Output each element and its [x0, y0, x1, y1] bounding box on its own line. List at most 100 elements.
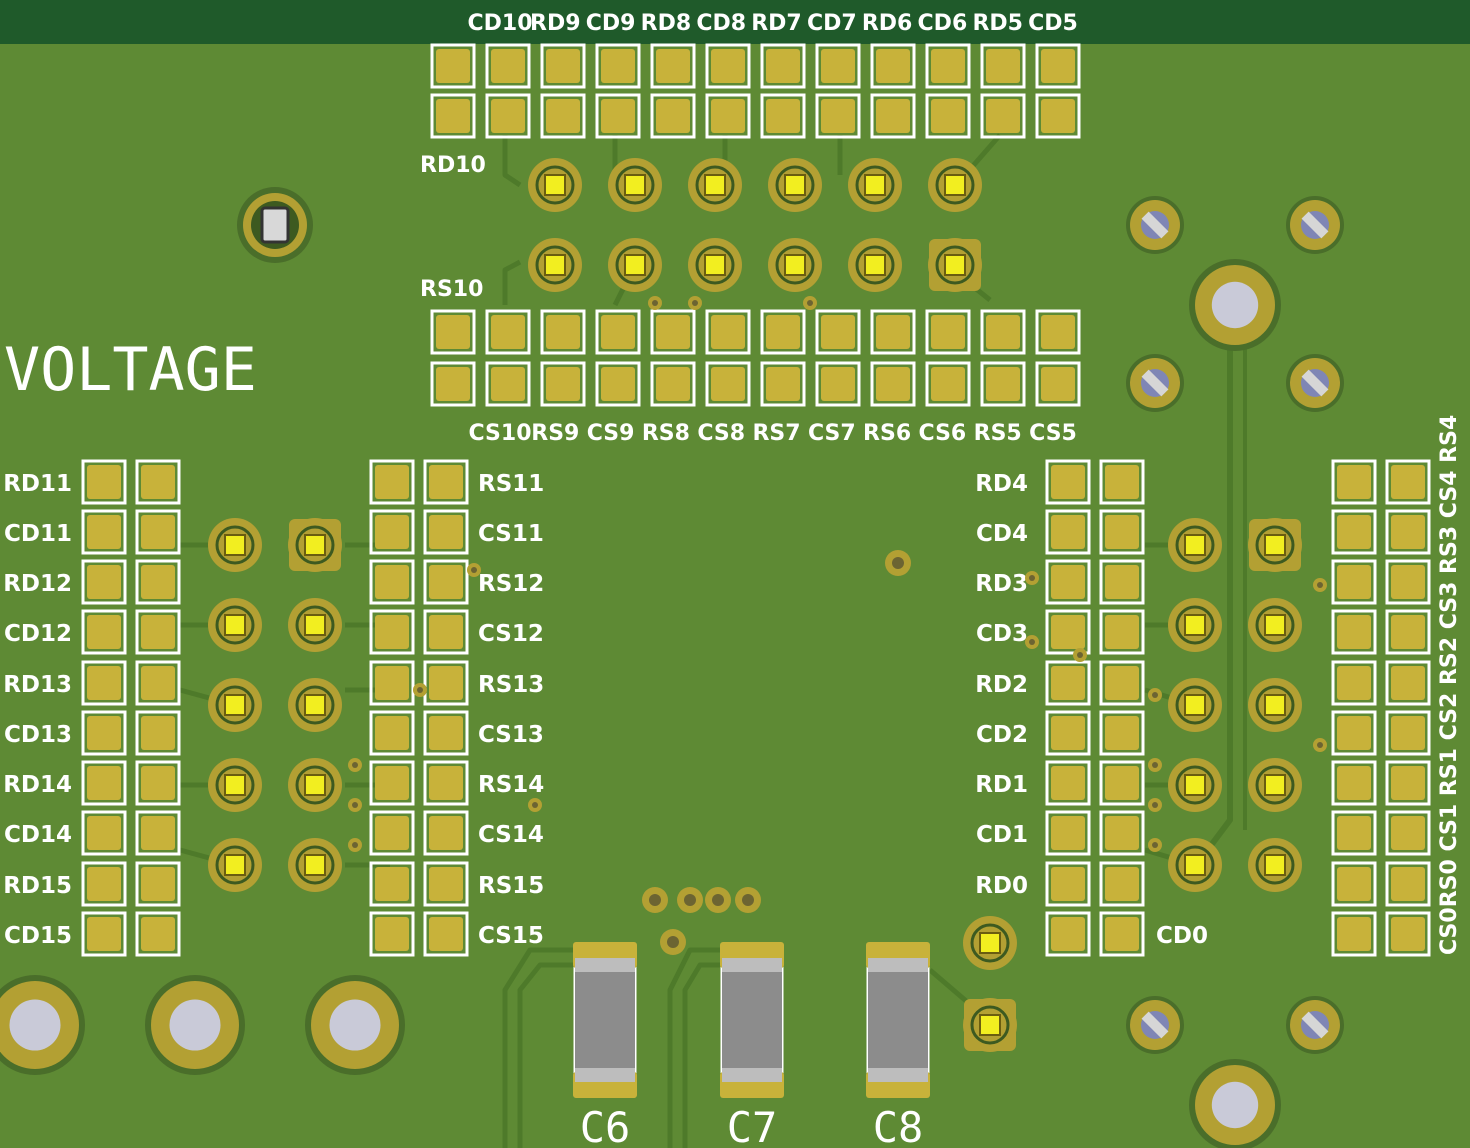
top-row1-pad-11-outline	[1035, 43, 1081, 89]
left-pair-4-pad-a-outline	[81, 660, 127, 706]
right-tht-2-lead	[1264, 694, 1286, 716]
midright-pair-7-pad-b-outline	[1099, 810, 1145, 856]
left-via-3-hole	[532, 802, 538, 808]
right-via-2-hole	[1152, 802, 1158, 808]
midleft-pair-4-pad-a-outline	[369, 660, 415, 706]
midright-label: CD1	[976, 822, 1028, 848]
right-via-1-hole	[1152, 762, 1158, 768]
midright-label: RD4	[975, 471, 1028, 497]
mid-row2-pad-0	[436, 367, 470, 401]
bottom-tht-3-drill	[775, 245, 815, 285]
top-row2-pad-0	[436, 99, 470, 133]
midright-pair-5-pad-a	[1051, 716, 1085, 750]
midleft-pair-9-pad-a	[375, 917, 409, 951]
left-pair-6-pad-b-outline	[135, 760, 181, 806]
mount-hole-left-2-hole	[169, 999, 221, 1051]
top-header-label: RD5	[972, 11, 1023, 36]
left-label: RD13	[3, 672, 72, 698]
right-pair-4-pad-a	[1337, 666, 1371, 700]
mid-row1-pad-11-outline	[1035, 309, 1081, 355]
mid-row2-pad-11-outline	[1035, 361, 1081, 407]
midleft-pair-7-pad-b	[429, 816, 463, 850]
mid-row2-pad-8-outline	[870, 361, 916, 407]
mid-row1-pad-2-outline	[540, 309, 586, 355]
top-tht-4-lead	[864, 174, 886, 196]
top-row1-pad-2	[546, 49, 580, 83]
midright-pair-1-pad-a	[1051, 515, 1085, 549]
top-tht-3-drill	[775, 165, 815, 205]
left-tht-4-lead	[224, 854, 246, 876]
bottom-via-2-hole	[712, 894, 724, 906]
bottom-tht-1-drill	[615, 245, 655, 285]
midleft-tht-1-lead	[304, 614, 326, 636]
top-header-label: CD7	[807, 11, 857, 36]
left-pair-3-pad-b	[141, 615, 175, 649]
midleft-pair-2-pad-b	[429, 565, 463, 599]
bottom-header-label: CS6	[919, 421, 967, 446]
midleft-tht-4-drill	[295, 845, 335, 885]
left-label: RD12	[3, 571, 72, 597]
midright-pair-1-pad-a-outline	[1045, 509, 1091, 555]
midright-pair-1-pad-b-outline	[1099, 509, 1145, 555]
midleft-pair-5-pad-a	[375, 716, 409, 750]
bottom-header-label: CS5	[1029, 421, 1077, 446]
mid-row2-pad-8	[876, 367, 910, 401]
midleft-pair-8-pad-a-outline	[369, 861, 415, 907]
capacitor-8-cap-bottom	[868, 1068, 928, 1082]
top-row2-pad-3-outline	[595, 93, 641, 139]
midright-tht-2-drill	[1175, 685, 1215, 725]
top-row1-pad-6-outline	[760, 43, 806, 89]
right-pair-1-pad-b	[1391, 515, 1425, 549]
capacitor-label: C6	[580, 1103, 631, 1148]
midleft-pair-1-pad-a-outline	[369, 509, 415, 555]
bottom-right-tht-1-drill	[970, 923, 1010, 963]
midleft-pair-8-pad-b-outline	[423, 861, 469, 907]
midright-label: RD3	[975, 571, 1028, 597]
top-tht-0-lead	[544, 174, 566, 196]
mid-row1-pad-7-outline	[815, 309, 861, 355]
left-pair-3-pad-a	[87, 615, 121, 649]
right-pair-4-pad-a-outline	[1331, 660, 1377, 706]
left-label: RD14	[3, 772, 72, 798]
capacitor-6-cap-bottom	[575, 1068, 635, 1082]
top-row2-pad-6	[766, 99, 800, 133]
midright-label: CD3	[976, 621, 1028, 647]
top-row2-pad-4	[656, 99, 690, 133]
left-via-0-hole	[352, 762, 358, 768]
top-row2-pad-0-outline	[430, 93, 476, 139]
rs10-label: RS10	[420, 277, 483, 302]
top-via-1-hole	[692, 300, 698, 306]
right-pair-8-pad-b-outline	[1385, 861, 1431, 907]
mid-row1-pad-1	[491, 315, 525, 349]
midright-tht-0-drill	[1175, 525, 1215, 565]
right-pair-9-pad-b	[1391, 917, 1425, 951]
top-row2-pad-10-outline	[980, 93, 1026, 139]
midright-pair-3-pad-a-outline	[1045, 609, 1091, 655]
left-pair-5-pad-b-outline	[135, 710, 181, 756]
top-header-label: RD6	[862, 11, 913, 36]
left-label: CD13	[4, 722, 72, 748]
left-pair-2-pad-a	[87, 565, 121, 599]
bottom-tht-2-lead	[704, 254, 726, 276]
midright-pair-7-pad-a	[1051, 816, 1085, 850]
midright-pair-4-pad-a	[1051, 666, 1085, 700]
screw-hole-3-slot	[1141, 369, 1169, 397]
midright-pair-3-pad-a	[1051, 615, 1085, 649]
midright-label: CD2	[976, 722, 1028, 748]
midright-tht-3-lead	[1184, 774, 1206, 796]
midleft-pair-6-pad-a-outline	[369, 760, 415, 806]
mid-row2-pad-5	[711, 367, 745, 401]
top-row1-pad-10	[986, 49, 1020, 83]
mid-row2-pad-7-outline	[815, 361, 861, 407]
mid-row2-pad-7	[821, 367, 855, 401]
midleft-pair-2-pad-b-outline	[423, 559, 469, 605]
screw-hole-5-slot	[1141, 1011, 1169, 1039]
top-header-label: CD5	[1028, 11, 1078, 36]
cd0-label: CD0	[1156, 923, 1208, 949]
midleft-tht-1-drill	[295, 605, 335, 645]
bottom-header-label: RS7	[752, 421, 800, 446]
right-tht-4-lead	[1264, 854, 1286, 876]
mid-row1-pad-3-outline	[595, 309, 641, 355]
capacitor-label: C8	[873, 1103, 924, 1148]
left-via-2-hole	[352, 842, 358, 848]
